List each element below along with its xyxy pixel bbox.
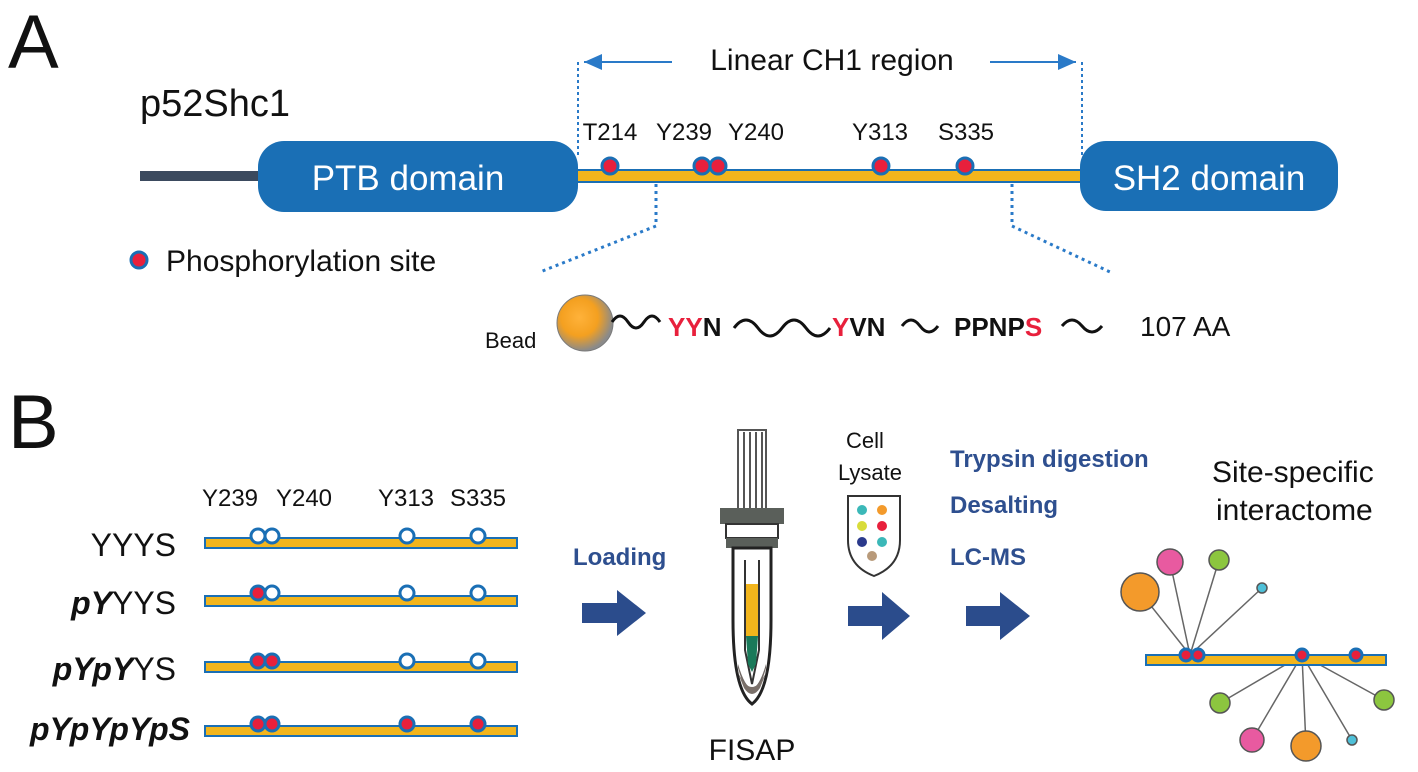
interactor-node — [1239, 727, 1265, 753]
zoom-line-left — [539, 184, 658, 274]
interactor-node — [1256, 582, 1268, 594]
interactome-peptide-bar — [1145, 654, 1387, 666]
step-desalting: Desalting — [950, 492, 1058, 519]
interactome-title-1: Site-specific — [1212, 456, 1374, 489]
row-label: pYYYS — [70, 585, 176, 621]
site-label-y313: Y313 — [852, 119, 908, 146]
interactome-title-2: interactome — [1216, 494, 1373, 527]
peptide-row-pyyys: pYYYS — [70, 584, 518, 621]
peptide-linker-3 — [900, 318, 940, 334]
region-label: Linear CH1 region — [710, 44, 953, 77]
motif-3: PPNPS — [954, 312, 1042, 342]
motif-1: YYN — [668, 312, 721, 342]
peptide-row-pypypyps: pYpYpYpS — [29, 711, 518, 747]
site-y240-unmodified — [263, 527, 281, 545]
cell-lysate-tube-icon — [847, 495, 901, 578]
bead-label: Bead — [485, 328, 536, 353]
ms-arrow — [966, 592, 1030, 640]
interactor-node — [1346, 734, 1358, 746]
peptide-bar — [204, 595, 518, 607]
phospho-site-s335 — [955, 156, 975, 176]
header-y240: Y240 — [276, 485, 332, 512]
loading-arrow — [582, 590, 646, 636]
cell-label: Cell — [846, 428, 884, 453]
phospho-site-y239 — [692, 156, 712, 176]
site-y313-unmodified — [398, 652, 416, 670]
site-s335-phospho — [469, 715, 487, 733]
interactor-node — [1373, 689, 1395, 711]
phospho-site-t214 — [600, 156, 620, 176]
site-label-t214: T214 — [583, 119, 638, 146]
site-label-y239: Y239 — [656, 119, 712, 146]
phospho-site-y240 — [708, 156, 728, 176]
protein-name: p52Shc1 — [140, 83, 290, 125]
interactor-node — [1209, 692, 1231, 714]
interactome-network — [1120, 548, 1395, 762]
ptb-domain — [258, 141, 578, 212]
fisap-tube-icon — [720, 429, 784, 706]
site-s335-unmodified — [469, 652, 487, 670]
lysate-arrow — [848, 592, 910, 640]
linker-phospho-sites — [600, 156, 975, 176]
peptide-row-yyys: YYYS — [91, 527, 518, 563]
peptide-length: 107 AA — [1140, 311, 1231, 342]
panel-a-label: A — [8, 0, 59, 85]
motif-2: YVN — [832, 312, 885, 342]
peptide-linker-2 — [732, 318, 832, 338]
header-y239: Y239 — [202, 485, 258, 512]
site-y240-phospho — [263, 652, 281, 670]
header-y313: Y313 — [378, 485, 434, 512]
interactor-node — [1290, 730, 1322, 762]
site-y239-phospho — [249, 652, 267, 670]
peptide-linker-4 — [1060, 318, 1104, 334]
header-s335: S335 — [450, 485, 506, 512]
step-lcms: LC-MS — [950, 544, 1026, 571]
phospho-site-y313 — [871, 156, 891, 176]
peptide-linker-1 — [610, 314, 662, 330]
interactor-node — [1120, 572, 1160, 612]
site-y313-unmodified — [398, 584, 416, 602]
lysate-label: Lysate — [838, 460, 902, 485]
legend-label: Phosphorylation site — [166, 245, 436, 278]
peptide-bar — [204, 661, 518, 673]
site-label-y240: Y240 — [728, 119, 784, 146]
bead-icon — [556, 294, 614, 352]
row-label: YYYS — [91, 527, 176, 563]
interactor-node — [1156, 548, 1184, 576]
site-y313-unmodified — [398, 527, 416, 545]
panel-b-label: B — [8, 380, 59, 465]
site-y239-phospho — [249, 715, 267, 733]
n-terminal-segment — [140, 171, 270, 181]
loading-label: Loading — [573, 544, 666, 571]
legend-phospho-icon — [129, 250, 149, 270]
site-s335-unmodified — [469, 527, 487, 545]
sh2-domain-label: SH2 domain — [1113, 159, 1306, 198]
zoom-line-right — [1010, 184, 1111, 274]
site-s335-unmodified — [469, 584, 487, 602]
ch1-linker — [571, 169, 1093, 183]
site-y240-phospho — [263, 715, 281, 733]
site-y313-phospho — [398, 715, 416, 733]
row-label: pYpYYS — [52, 651, 176, 687]
interactor-node — [1208, 549, 1230, 571]
peptide-bar — [204, 725, 518, 737]
site-y240-unmodified — [263, 584, 281, 602]
fisap-label: FISAP — [709, 734, 796, 767]
peptide-row-pypyys: pYpYYS — [52, 651, 518, 687]
site-y239-phospho — [249, 584, 267, 602]
site-label-s335: S335 — [938, 119, 994, 146]
site-y239-unmodified — [249, 527, 267, 545]
ptb-domain-label: PTB domain — [312, 159, 505, 198]
step-trypsin: Trypsin digestion — [950, 446, 1149, 473]
row-label: pYpYpYpS — [29, 711, 191, 747]
peptide-bar — [204, 537, 518, 549]
sh2-domain — [1080, 141, 1338, 211]
